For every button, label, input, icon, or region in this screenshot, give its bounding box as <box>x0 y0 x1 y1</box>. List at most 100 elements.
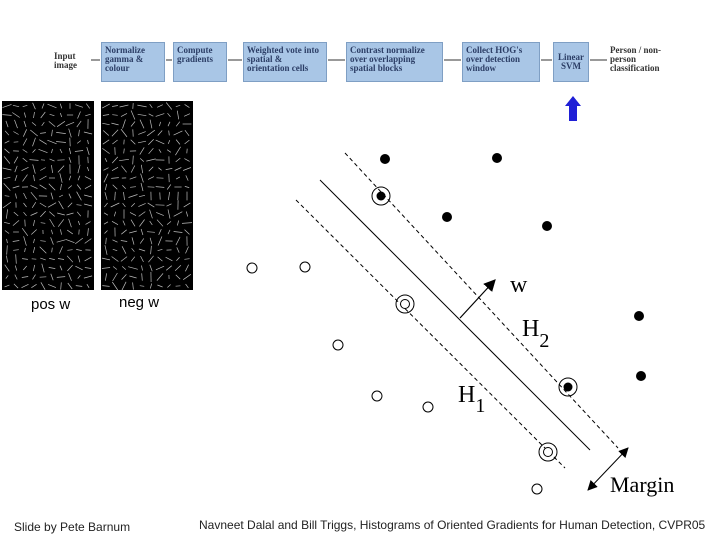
hog-cell-stroke <box>130 139 136 145</box>
hog-cell-stroke <box>22 258 28 260</box>
hog-cell-stroke <box>120 240 128 242</box>
hog-cell-stroke <box>128 266 138 270</box>
hog-cell-stroke <box>184 139 190 145</box>
hog-cell-stroke <box>30 129 38 137</box>
hog-cell-stroke <box>165 168 173 170</box>
hog-cell-stroke <box>41 263 45 273</box>
hog-cell-stroke <box>23 211 27 217</box>
hog-cell-stroke <box>175 157 181 163</box>
hog-cell-stroke <box>74 150 84 152</box>
negative-point <box>332 339 344 351</box>
hog-cell-stroke <box>130 110 136 120</box>
hog-cell-stroke <box>148 255 154 263</box>
hog-cell-stroke <box>173 211 183 217</box>
hog-cell-stroke <box>39 175 47 181</box>
hog-cell-stroke <box>57 219 65 227</box>
hog-cell-stroke <box>177 220 179 226</box>
hog-cell-stroke <box>14 274 18 280</box>
hog-cell-stroke <box>85 221 91 225</box>
hog-cell-stroke <box>173 130 183 136</box>
hog-cell-stroke <box>12 104 20 108</box>
hog-cell-stroke <box>5 275 9 279</box>
up-arrow-icon <box>565 96 581 121</box>
hog-cell-stroke <box>4 230 10 234</box>
hog-cell-stroke <box>137 140 147 144</box>
hog-cell-stroke <box>67 202 73 208</box>
hog-cell-stroke <box>122 185 126 189</box>
hog-cell-stroke <box>15 193 17 199</box>
hog-cell-stroke <box>139 147 145 155</box>
hog-cell-stroke <box>104 202 108 208</box>
hog-cell-stroke <box>2 104 12 108</box>
hog-cell-stroke <box>4 140 10 144</box>
positive-point <box>542 221 552 231</box>
hog-cell-stroke <box>2 114 12 116</box>
hog-cell-stroke <box>83 131 93 135</box>
h2-label-main: H <box>522 316 539 342</box>
hog-cell-stroke <box>130 165 136 173</box>
hog-cell-stroke <box>32 102 36 110</box>
hog-cell-stroke <box>3 183 11 191</box>
positive-point <box>636 371 646 381</box>
hog-cell-stroke <box>59 103 63 109</box>
hog-cell-stroke <box>167 112 171 118</box>
hog-cell-stroke <box>184 158 190 162</box>
positive-point <box>563 382 573 392</box>
hog-cell-stroke <box>65 121 75 127</box>
hog-cell-stroke <box>57 258 65 260</box>
hog-cell-stroke <box>112 266 118 270</box>
h2-label: H2 <box>522 316 549 352</box>
hog-cell-stroke <box>84 256 92 262</box>
hog-cell-stroke <box>85 113 91 117</box>
hog-cell-stroke <box>49 218 55 228</box>
hog-cell-stroke <box>40 132 46 134</box>
hog-cell-stroke <box>176 247 180 253</box>
hog-cell-stroke <box>104 158 108 162</box>
hog-cell-stroke <box>149 209 153 219</box>
hog-cell-stroke <box>132 155 134 165</box>
hog-cell-stroke <box>60 282 62 290</box>
hog-cell-stroke <box>173 231 183 233</box>
hog-cell-stroke <box>166 221 172 225</box>
hog-cell-stroke <box>30 212 38 216</box>
hog-cell-stroke <box>6 238 8 244</box>
hog-cell-stroke <box>12 185 20 189</box>
hog-cell-stroke <box>49 158 55 162</box>
hog-cell-stroke <box>49 258 55 260</box>
hog-cell-stroke <box>77 175 81 181</box>
hog-cell-stroke <box>167 209 171 219</box>
hog-cell-stroke <box>149 119 153 129</box>
hog-cell-stroke <box>155 139 165 145</box>
hog-cell-stroke <box>147 231 155 233</box>
negative-point <box>531 483 543 495</box>
hog-cell-stroke <box>77 164 81 174</box>
hog-cell-stroke <box>138 203 146 207</box>
hog-cell-stroke <box>122 119 126 129</box>
hog-cell-stroke <box>6 255 8 263</box>
positive-point <box>442 212 452 222</box>
hog-cell-stroke <box>123 148 125 154</box>
hog-cell-stroke <box>47 103 57 109</box>
hog-cell-stroke <box>30 185 38 189</box>
positive-point <box>492 153 502 163</box>
hog-cell-stroke <box>66 212 74 216</box>
hog-cell-stroke <box>40 240 46 242</box>
hog-cell-stroke <box>67 282 73 290</box>
hog-cell-stroke <box>13 131 19 135</box>
hog-cell-stroke <box>6 245 8 255</box>
hog-cell-stroke <box>77 111 81 119</box>
hog-cell-stroke <box>165 256 173 262</box>
positive-point <box>380 154 390 164</box>
hog-cell-stroke <box>167 139 171 145</box>
hog-cell-stroke <box>39 184 47 190</box>
hog-cell-stroke <box>33 111 35 119</box>
hog-cell-stroke <box>48 121 56 127</box>
hog-cell-stroke <box>4 148 10 154</box>
hog-cell-stroke <box>40 282 46 290</box>
hog-cell-stroke <box>68 218 72 228</box>
hog-cell-stroke <box>75 265 83 271</box>
hog-cell-stroke <box>74 104 84 108</box>
hog-cell-stroke <box>175 146 181 156</box>
hog-cell-stroke <box>130 121 136 127</box>
hog-cell-stroke <box>119 158 129 162</box>
